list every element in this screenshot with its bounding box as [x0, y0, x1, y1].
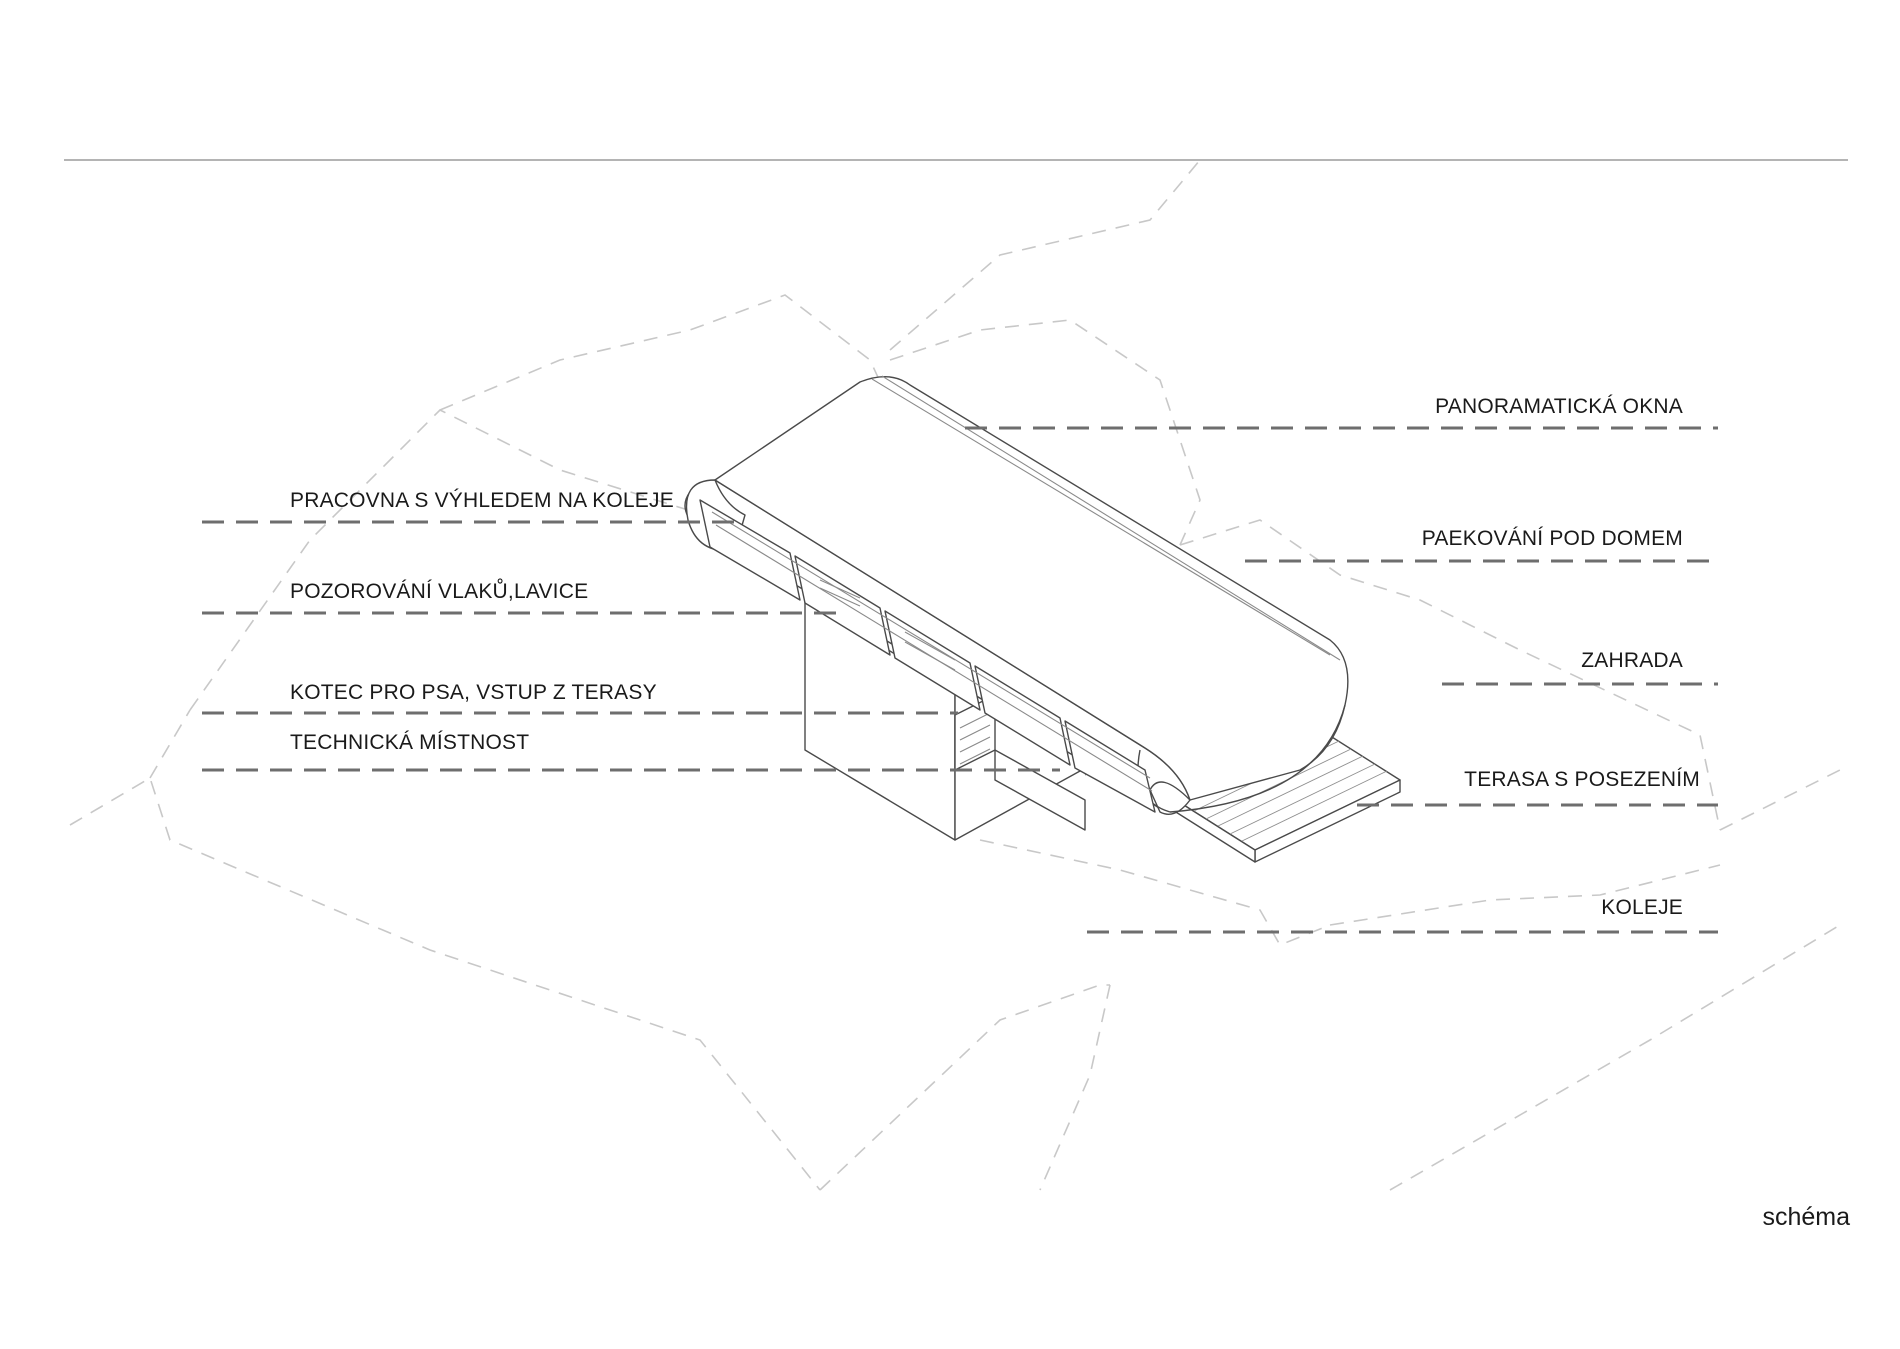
label-terrace: TERASA S POSEZENÍM: [1464, 768, 1700, 791]
label-dog-kennel: KOTEC PRO PSA, VSTUP Z TERASY: [290, 681, 657, 704]
terrain-back-line: [889, 159, 1201, 351]
terrain-upper-ridge: [439, 294, 901, 426]
label-panoramic-windows: PANORAMATICKÁ OKNA: [1435, 395, 1683, 418]
terrain-left-upper: [189, 409, 721, 711]
terrain-track-bank: [979, 839, 1331, 947]
window-bay-5: [1064, 720, 1156, 813]
label-train-watching: POZOROVÁNÍ VLAKŮ,LAVICE: [290, 579, 588, 603]
terrain-upper-right: [889, 319, 1201, 546]
label-parking: PAEKOVÁNÍ POD DOMEM: [1422, 527, 1683, 550]
terrain-right-edge: [1179, 519, 1721, 831]
label-garden: ZAHRADA: [1581, 649, 1683, 672]
window-bay-2: [794, 555, 891, 656]
window-bay-4: [974, 665, 1071, 766]
end-cap-right: [1149, 781, 1191, 815]
window-bay-1: [699, 499, 801, 601]
leaders: [202, 426, 1718, 934]
label-tracks: KOLEJE: [1601, 896, 1683, 919]
window-bay-3: [884, 610, 981, 711]
terrain-lower-drop: [1039, 984, 1111, 1191]
caption: schéma: [1762, 1203, 1850, 1231]
label-technical-room: TECHNICKÁ MÍSTNOST: [290, 731, 529, 754]
panoramic-windows: [699, 499, 1156, 813]
labels: PANORAMATICKÁ OKNA PAEKOVÁNÍ POD DOMEM Z…: [290, 395, 1700, 919]
terrain-left-edge: [149, 709, 191, 779]
label-study: PRACOVNA S VÝHLEDEM NA KOLEJE: [290, 489, 674, 512]
terrain-lower-right: [1329, 864, 1721, 926]
terrain-bottom-right: [1389, 924, 1841, 1191]
site-outline: [69, 159, 1841, 1191]
terrain-lower-mid: [819, 984, 1110, 1191]
terrain-right-tail: [1719, 769, 1841, 831]
terrain-left-lower: [69, 776, 821, 1191]
